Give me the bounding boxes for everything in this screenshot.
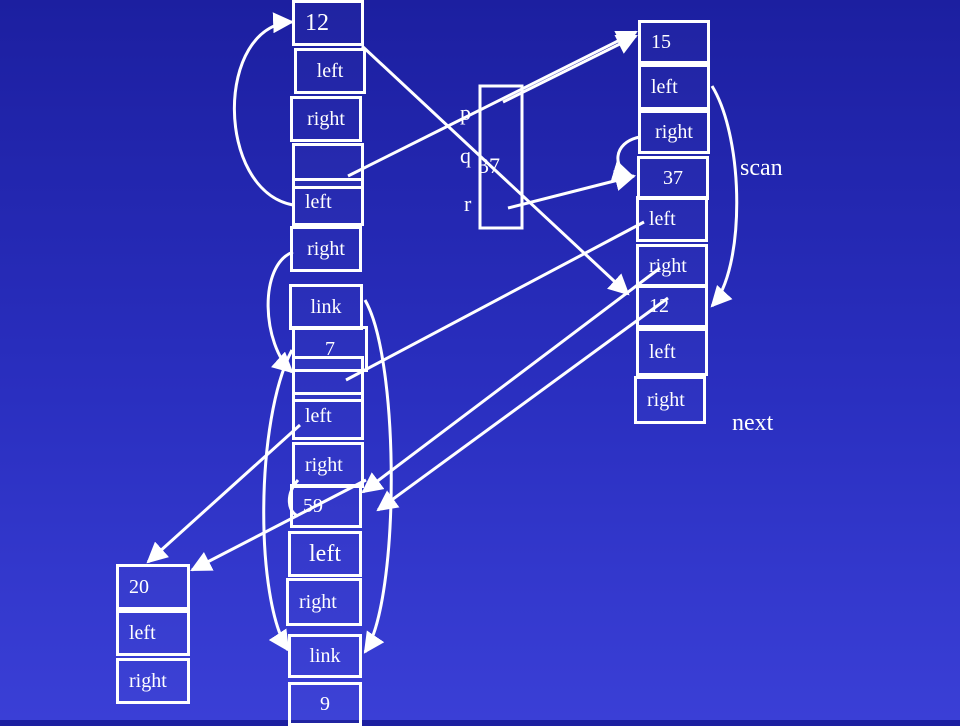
- scan-label: scan: [740, 155, 783, 181]
- node-7-right: right: [292, 442, 364, 488]
- arrow-left-to-node-12: [232, 12, 295, 207]
- pointer-q: q: [460, 143, 471, 168]
- right-node-37-right: right: [636, 244, 708, 288]
- node-blank-right: right: [290, 226, 362, 272]
- node-12-left: left: [294, 48, 366, 94]
- right-node-37-left: left: [636, 196, 708, 242]
- arrow-right-12-to-59: [376, 296, 669, 512]
- arrow-right-left-to-59: [361, 266, 661, 494]
- right-node-12-key: 12: [636, 284, 708, 328]
- node-9-key: 9: [288, 682, 362, 726]
- node-20-right: right: [116, 658, 190, 704]
- link-top: link: [289, 284, 363, 330]
- right-node-15-left: left: [638, 64, 710, 110]
- arrow-link-top-to-bottom: [363, 299, 393, 654]
- arrow-7-to-37: [345, 220, 645, 382]
- next-label: next: [732, 410, 774, 436]
- node-12-key: 12: [292, 0, 364, 46]
- right-node-12-right: right: [634, 376, 706, 424]
- arrow-p-to-15: [502, 34, 638, 104]
- arrow-r-to-37: [507, 170, 637, 210]
- right-node-15-right: right: [638, 110, 710, 154]
- pointer-p: p: [460, 100, 471, 125]
- node-59-key: 59: [290, 484, 362, 528]
- right-node-12-left: left: [636, 328, 708, 376]
- node-20-key: 20: [116, 564, 190, 610]
- arrow-7-left-to-20: [146, 423, 302, 564]
- node-12-right: right: [290, 96, 362, 142]
- node-7-key: 7: [292, 326, 368, 372]
- right-node-37-key: 37: [637, 156, 709, 200]
- node-59-left: left: [288, 531, 362, 577]
- node-59-right: right: [286, 578, 362, 626]
- node-7-left: left: [292, 392, 364, 440]
- right-node-15-key: 15: [638, 20, 710, 64]
- link-bottom: link: [288, 634, 362, 678]
- node-blank-key: [292, 143, 364, 189]
- node-20-left: left: [116, 610, 190, 656]
- arrow-scan: [710, 85, 739, 308]
- node-7-blank: [292, 356, 364, 402]
- pointer-r: r: [464, 191, 472, 216]
- node-blank-left: left: [292, 178, 364, 226]
- pointer-value: 37: [478, 153, 500, 178]
